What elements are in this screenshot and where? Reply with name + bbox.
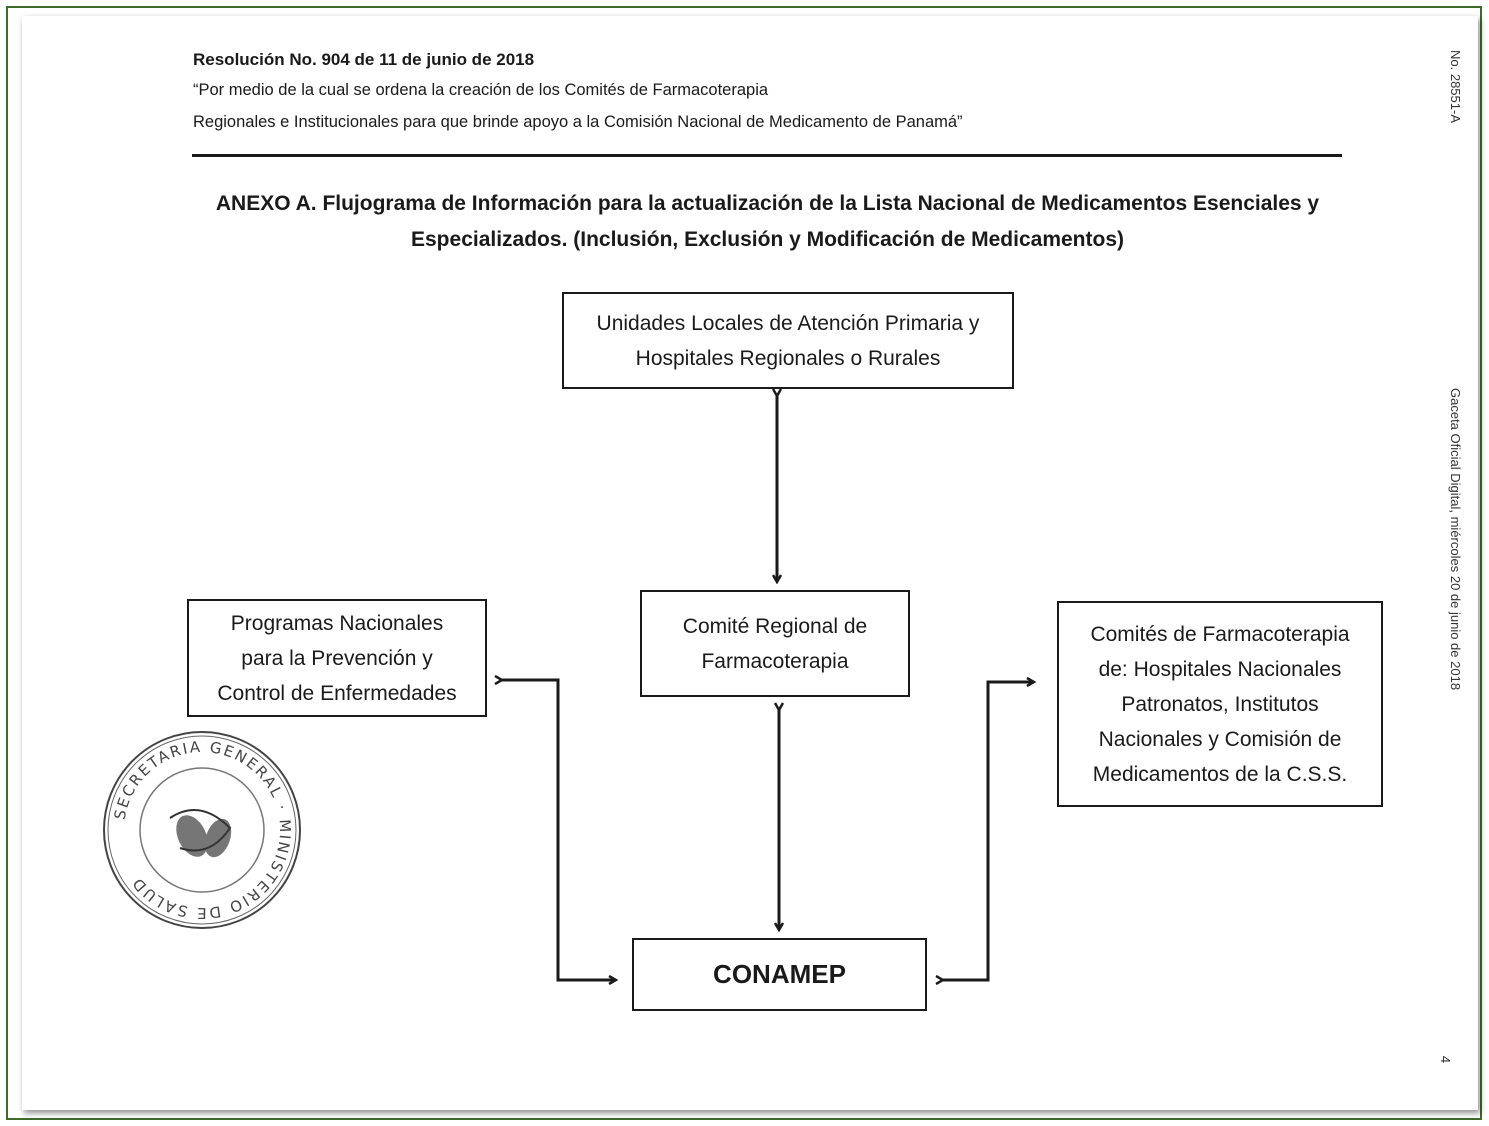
resolution-title: Resolución No. 904 de 11 de junio de 201… [193,50,535,69]
box-programas-nacionales: Programas Nacionales para la Prevención … [187,599,487,717]
box-comites-farmacoterapia-label: Comités de Farmacoterapia de: Hospitales… [1090,622,1350,786]
box-comite-regional: Comité Regional de Farmacoterapia [640,590,910,697]
box-programas-nacionales-label: Programas Nacionales para la Prevención … [217,611,457,705]
page-number: 4 [1438,1055,1454,1064]
box-conamep-label: CONAMEP [713,959,846,989]
annex-title: ANEXO A. Flujograma de Información para … [215,192,1320,251]
box-unidades-locales-label: Unidades Locales de Atención Primaria y … [596,311,980,370]
gazette-date: Gaceta Oficial Digital, miércoles 20 de … [1448,388,1463,691]
header-divider [192,154,1342,157]
gazette-number: No. 28551-A [1448,50,1463,123]
official-seal-stamp: SECRETARIA GENERAL · MINISTERIO DE SALUD [103,731,301,929]
box-unidades-locales: Unidades Locales de Atención Primaria y … [562,292,1014,389]
box-comites-farmacoterapia: Comités de Farmacoterapia de: Hospitales… [1057,601,1383,807]
outer-frame [6,6,1482,1120]
box-comite-regional-label: Comité Regional de Farmacoterapia [682,614,868,673]
resolution-subtitle-line2: Regionales e Institucionales para que br… [193,113,963,131]
box-conamep: CONAMEP [632,938,927,1011]
resolution-subtitle-line1: “Por medio de la cual se ordena la creac… [193,81,769,99]
document-page [22,16,1478,1110]
